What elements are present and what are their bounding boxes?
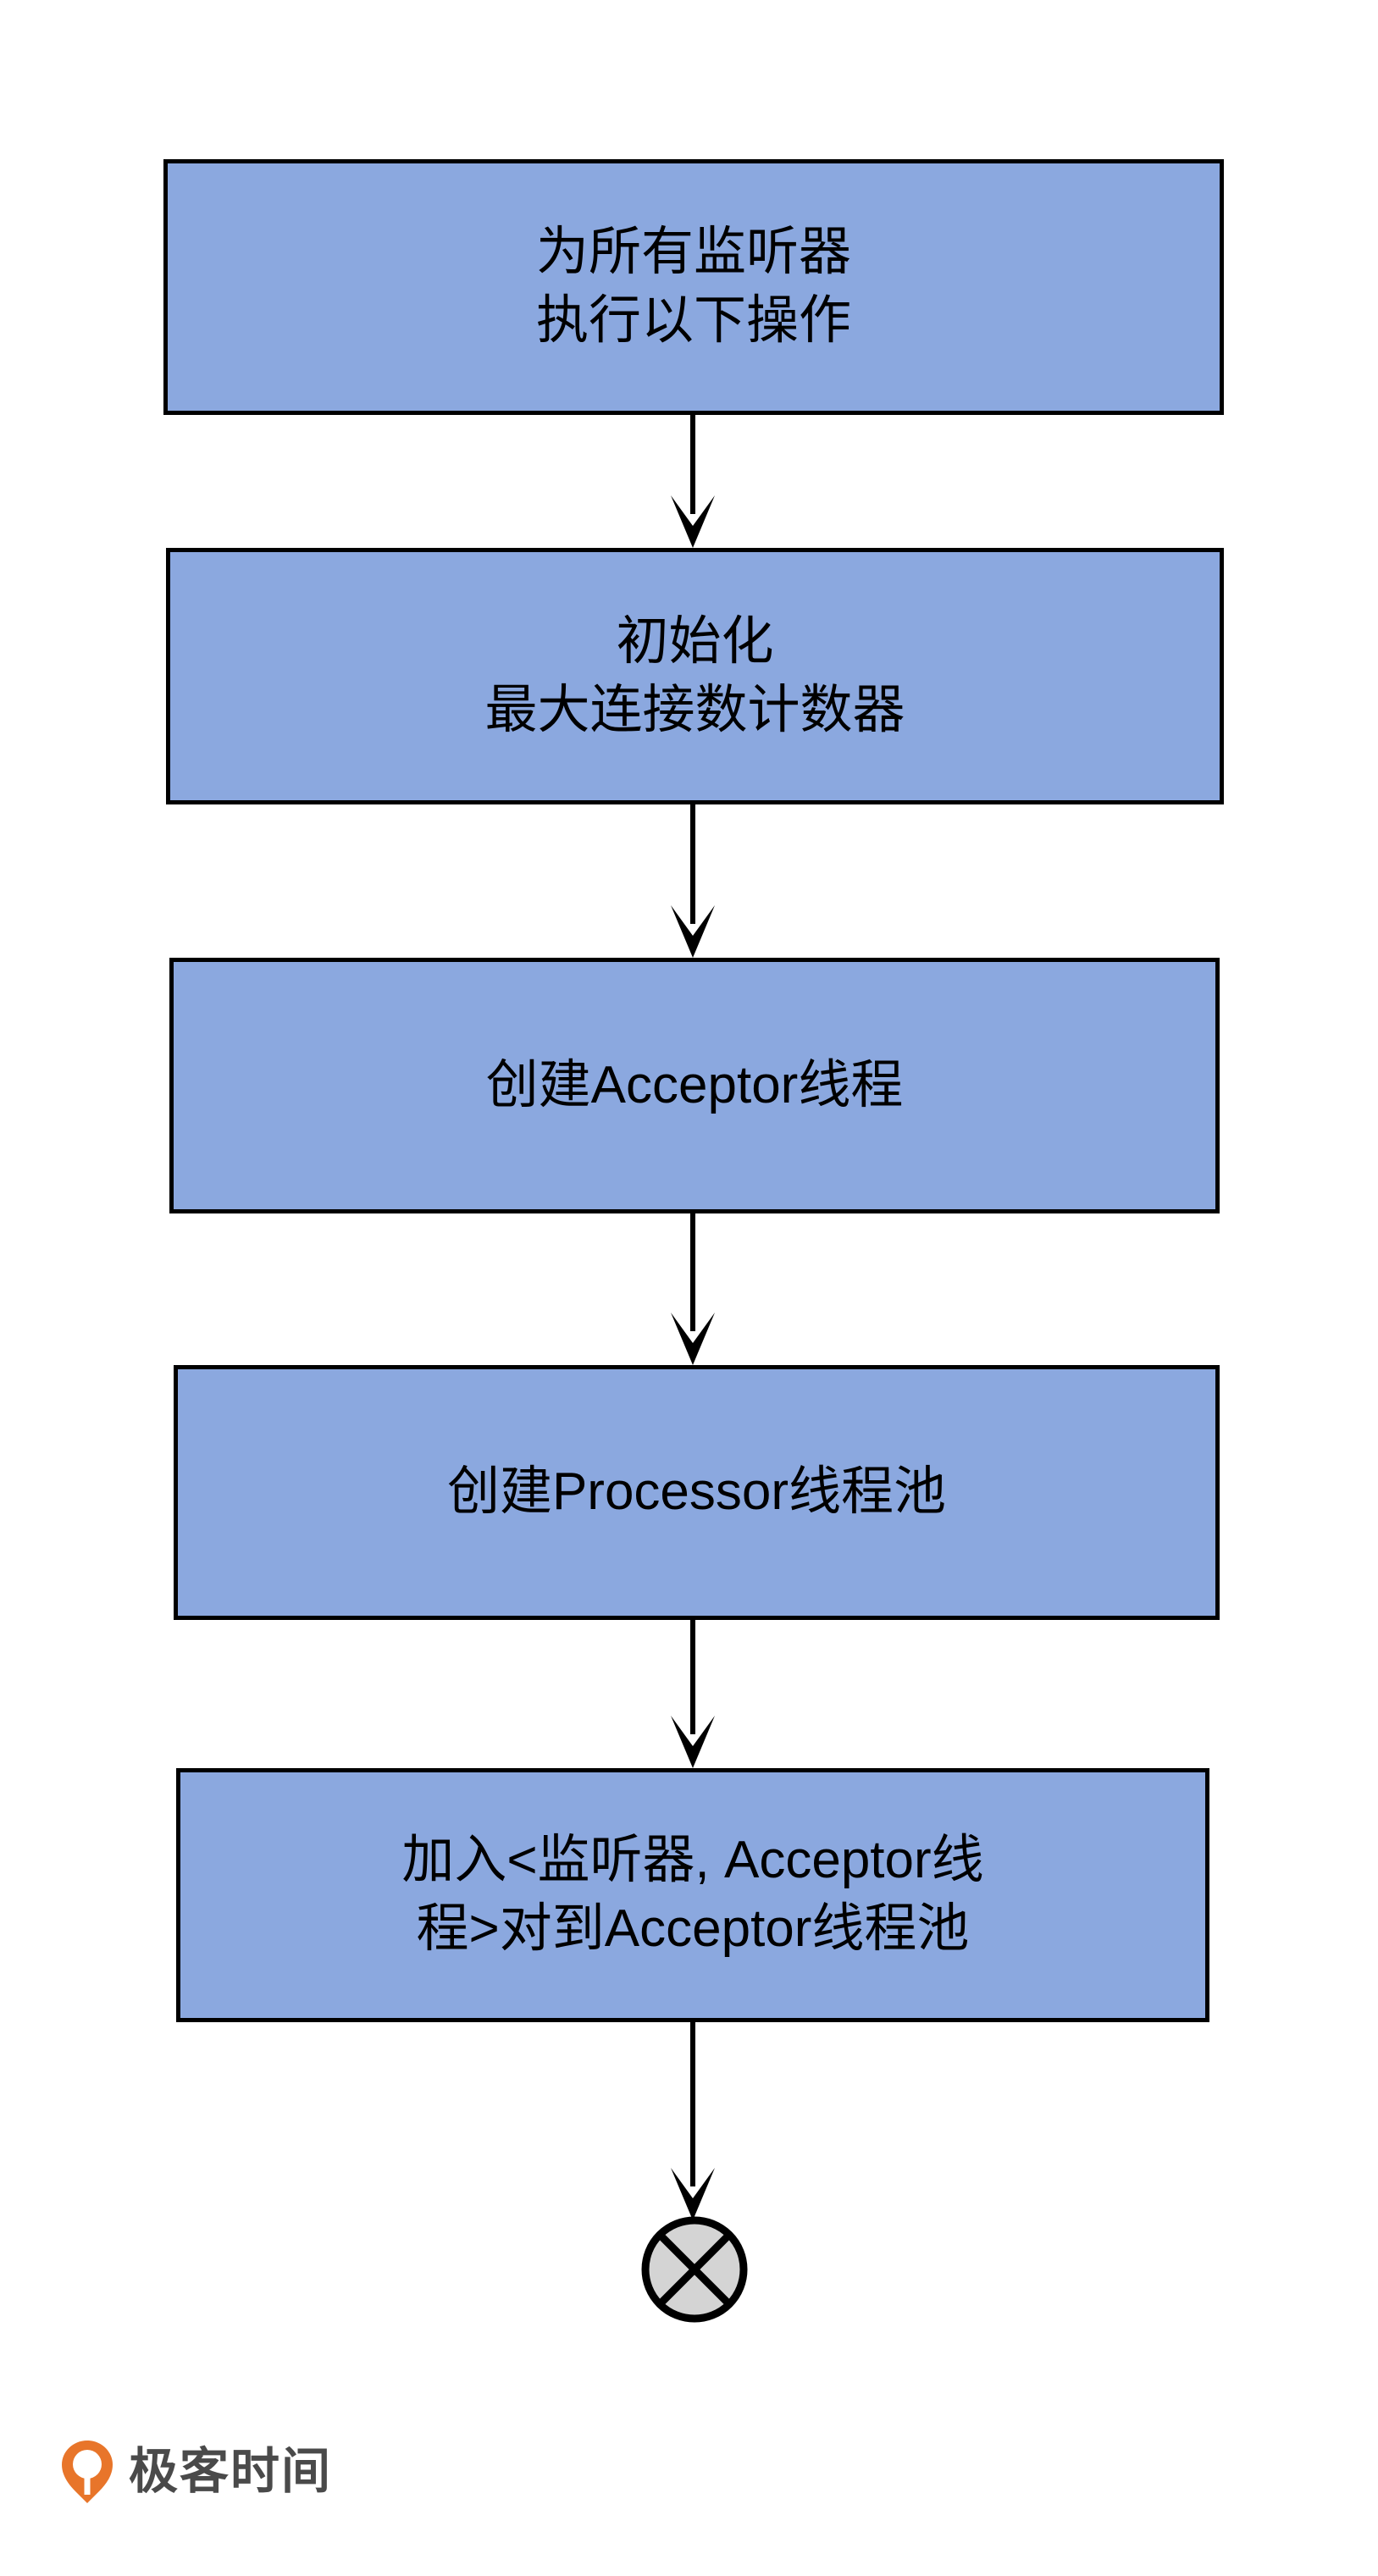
connector-arrow-3 (659, 1213, 727, 1365)
flow-node-create-processor-thread-pool[interactable]: 创建Processor线程池 (174, 1365, 1220, 1620)
flow-node-label: 初始化 最大连接数计数器 (484, 611, 905, 739)
connector-arrow-4 (659, 1620, 727, 1768)
flow-node-label: 创建Processor线程池 (446, 1462, 947, 1522)
connector-arrow-1 (659, 415, 727, 548)
geektime-logo-text: 极客时间 (129, 2444, 333, 2499)
flow-node-label: 创建Acceptor线程 (485, 1055, 904, 1114)
flow-terminator-end-icon[interactable] (638, 2213, 751, 2326)
flow-node-init-max-connection-counter[interactable]: 初始化 最大连接数计数器 (166, 548, 1224, 804)
geektime-pin-icon (62, 2441, 113, 2503)
flow-node-label: 加入<监听器, Acceptor线 程>对到Acceptor线程池 (401, 1831, 984, 1958)
flow-node-label: 为所有监听器 执行以下操作 (535, 223, 851, 350)
flow-node-add-listener-acceptor-pair[interactable]: 加入<监听器, Acceptor线 程>对到Acceptor线程池 (176, 1768, 1209, 2022)
connector-arrow-5 (659, 2022, 727, 2220)
connector-arrow-2 (659, 804, 727, 958)
flow-node-for-each-listener[interactable]: 为所有监听器 执行以下操作 (163, 159, 1224, 415)
geektime-logo: 极客时间 (59, 2439, 332, 2505)
flow-node-create-acceptor-thread[interactable]: 创建Acceptor线程 (169, 958, 1220, 1213)
